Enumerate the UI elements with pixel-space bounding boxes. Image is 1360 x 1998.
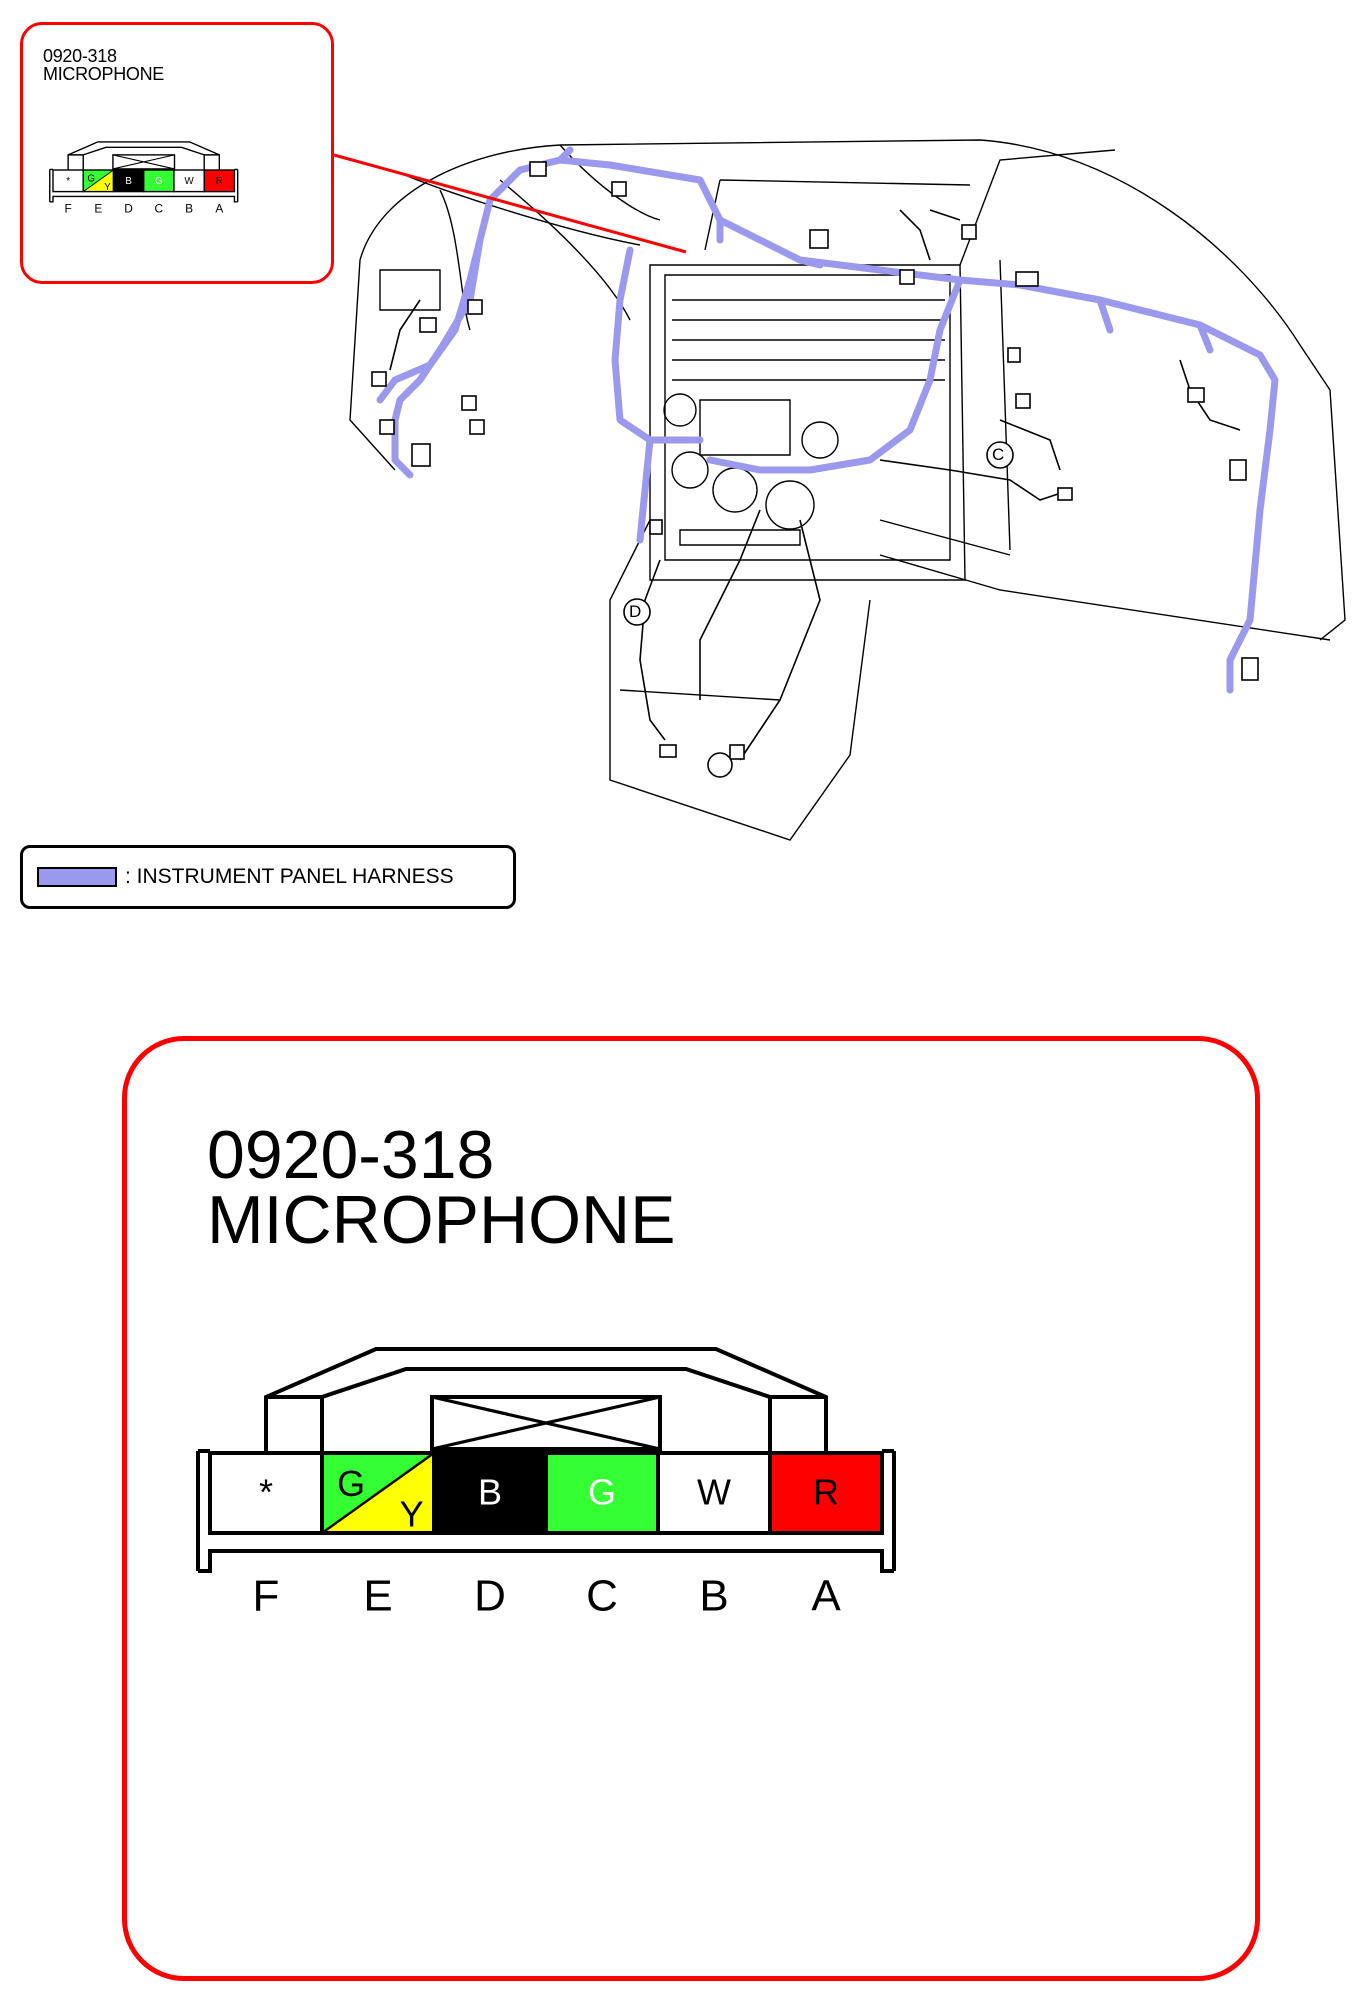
pin-b-position: B <box>699 1572 728 1621</box>
location-markers <box>623 441 1014 626</box>
pin-c-fill <box>546 1453 658 1533</box>
latch-hood <box>264 1347 828 1453</box>
small-latch-hood <box>67 141 221 170</box>
harness-legend-swatch <box>37 867 117 887</box>
pin-f-wire-color: * <box>259 1472 273 1513</box>
pin-b-wire-color: W <box>697 1472 731 1513</box>
pin-d-fill <box>434 1453 546 1533</box>
pin-e-position: E <box>363 1572 392 1621</box>
location-marker-c: C <box>992 445 1005 464</box>
secondary-wires <box>389 209 1241 761</box>
key-cross <box>431 1395 661 1451</box>
small-part-number: 0920-318 <box>43 46 117 66</box>
small-pin-d-position: D <box>124 202 133 216</box>
pin-c-wire-color: G <box>588 1472 616 1513</box>
small-pin-e-wire-color-stripe: Y <box>104 182 111 193</box>
pin-a-position: A <box>811 1572 841 1621</box>
small-pin-e-position: E <box>94 202 102 216</box>
small-pin-a-cell <box>203 169 236 193</box>
pin-d-wire-color: B <box>478 1472 502 1513</box>
pin-b-fill <box>658 1453 770 1533</box>
pin-a-cell <box>768 1451 884 1535</box>
small-pin-e-wire-color: G <box>87 174 95 185</box>
small-pin-d-fill <box>113 170 144 192</box>
part-number: 0920-318 <box>207 1117 495 1193</box>
pin-e-wire-color: G <box>337 1463 365 1504</box>
small-pin-d-wire-color: B <box>125 176 131 187</box>
small-pin-f-wire-color: * <box>66 176 70 187</box>
pin-f-position: F <box>253 1572 280 1621</box>
small-pin-b-fill <box>173 170 205 192</box>
pin-a-wire-color: R <box>813 1472 839 1513</box>
harness-legend-label: : INSTRUMENT PANEL HARNESS <box>125 865 454 888</box>
small-connector-name: MICROPHONE <box>43 64 165 84</box>
small-key-cross <box>112 154 175 170</box>
location-marker-d: D <box>629 602 642 621</box>
small-pin-b-wire-color: W <box>184 176 194 187</box>
small-housing-bracket <box>49 168 239 203</box>
small-pin-c-wire-color: G <box>155 176 163 187</box>
pin-c-position: C <box>586 1572 618 1621</box>
harness-connectors <box>371 161 1259 760</box>
small-pin-c-fill <box>143 170 174 192</box>
dashboard-outline <box>349 139 1346 841</box>
pin-d-position: D <box>474 1572 506 1621</box>
small-pin-c-position: C <box>155 202 164 216</box>
pin-a-fill <box>770 1453 882 1533</box>
callout-leader-line <box>333 153 687 254</box>
small-pin-b-position: B <box>185 202 193 216</box>
connector-name: MICROPHONE <box>207 1182 676 1258</box>
instrument-panel-harness <box>376 146 1279 694</box>
small-pin-a-fill <box>204 170 235 192</box>
small-pin-f-position: F <box>64 202 71 216</box>
harness-legend: : INSTRUMENT PANEL HARNESS <box>20 845 516 909</box>
pin-f-fill <box>210 1453 322 1533</box>
small-pin-e-divider <box>82 169 114 192</box>
small-pin-a-position: A <box>215 202 223 216</box>
small-pin-f-fill <box>53 170 84 192</box>
pin-e-wire-color-stripe: Y <box>400 1494 424 1535</box>
housing-bracket <box>196 1449 896 1573</box>
small-pin-a-wire-color: R <box>216 176 223 187</box>
pin-e-divider <box>321 1452 435 1534</box>
